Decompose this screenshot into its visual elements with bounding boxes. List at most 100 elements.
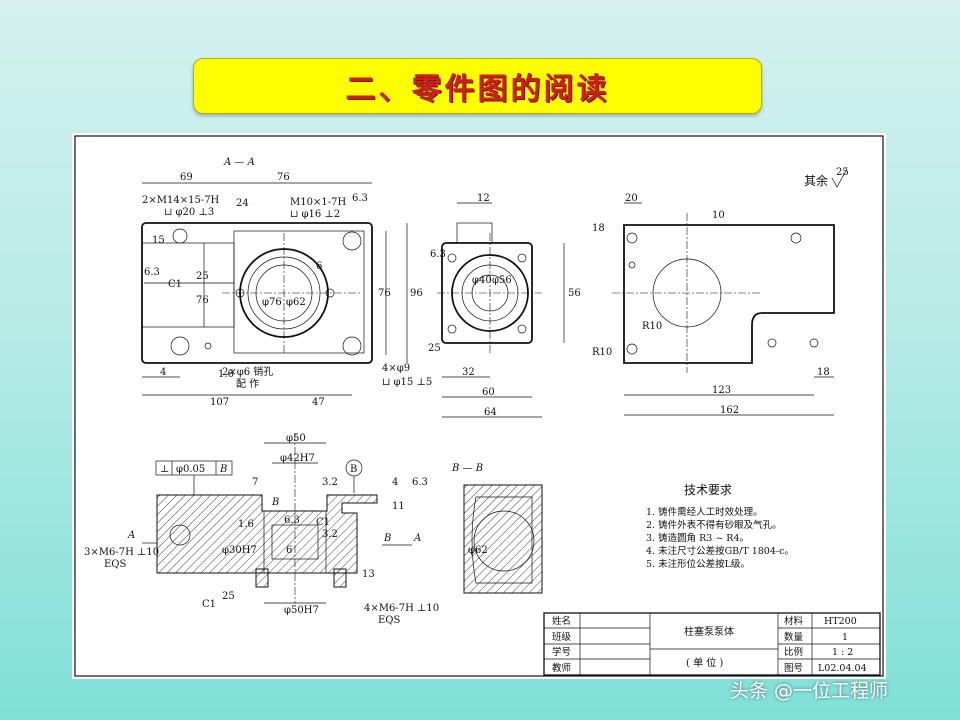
section-view [142,433,412,604]
tb-part-name: 柱塞泵泵体 [684,625,734,638]
side-hole-br [517,324,527,334]
tb-qty-label: 数量 [784,631,804,643]
slide-title: 二、零件图的阅读 [345,72,610,107]
tolerance-frame [155,460,233,495]
tb-material-value: HT200 [824,616,857,627]
front-hole-br [342,336,362,356]
rough-front-2: 6.3 [352,193,368,204]
dim-dia40: φ40 [472,275,492,286]
view-label-aa: A — A [223,157,255,168]
tb-label-name: 姓名 [552,615,571,627]
tolerance-symbol: ⊥ [160,464,169,475]
rough-sec-25: 25 [222,591,235,602]
bb-circle [473,510,535,572]
dim-dia50: φ50 [286,433,306,444]
front-hole-m [235,288,245,298]
callout-thread1: 2×M14×15-7H [142,195,220,206]
callout-sec-eqs2: EQS [378,615,400,626]
rough-front-1: 6.3 [144,267,160,278]
dim-13: 13 [362,569,375,580]
callout-pin: 2×φ6 销孔 [222,365,273,378]
bb-inner [471,496,533,584]
roughness-label: 其余 [804,173,828,188]
dim-20: 20 [625,193,638,204]
bb-view [463,484,543,594]
top-hole-6 [628,261,636,269]
chamfer-c1: C1 [168,279,182,290]
dim-s6: 6 [286,545,292,556]
dim-32: 32 [462,367,475,378]
tb-drawing-no-value: L02.04.04 [818,663,867,674]
top-hole-4 [767,338,777,348]
section-thread-left [255,568,269,588]
rough-front-3: 25 [196,271,209,282]
side-view [437,202,565,418]
radius-r10b: R10 [592,347,612,358]
dim-18b: 18 [817,367,830,378]
engineering-drawing: 其余 25 A — A [72,133,886,679]
dim-dia76: φ76 [262,297,282,308]
section-port [169,524,191,546]
section-thread-right [333,568,347,588]
side-flange [456,222,493,244]
dim-7: 7 [252,477,258,488]
dim-dia56: φ56 [492,275,512,286]
front-left-boss [141,242,235,328]
section-label-a2: A [413,533,421,544]
tb-label-id: 学号 [552,646,571,658]
dim-dia62: φ62 [286,297,306,308]
dim-24: 24 [236,198,249,209]
title-block [543,612,881,676]
drawing-canvas: 其余 25 A — A [74,135,884,677]
callout-sec-thread2: 4×M6-7H ⊥10 [364,603,439,614]
dim-69: 69 [180,172,193,183]
requirement-3: 3. 铸造圆角 R3 ~ R4。 [646,532,749,544]
bb-outer [463,484,543,594]
tb-drawing-no-label: 图号 [784,663,803,674]
top-hole-3 [626,343,638,355]
dim-12: 12 [477,193,490,204]
section-label-b2: B [383,533,391,544]
requirements-heading: 技术要求 [684,483,732,497]
watermark: 头条 @一位工程师 [730,680,889,702]
chamfer-sec-c1: C1 [202,599,216,610]
front-hole-m2 [325,288,335,298]
front-hole-bl [170,336,190,356]
dim-60: 60 [482,387,495,398]
callout-sec-eqs1: EQS [104,559,126,570]
top-outline [623,224,835,364]
dim-6: 6 [316,261,322,272]
callout-holes2: ⊔ φ15 ⊥5 [382,377,432,388]
slide-title-box: 二、零件图的阅读 [193,58,762,114]
section-body [156,494,378,574]
requirement-1: 1. 铸件需经人工时效处理。 [646,506,763,518]
dim-4: 4 [160,367,166,378]
section-label-a: A [127,530,135,541]
front-hole-tl [172,228,188,244]
dim-56: 56 [568,288,581,299]
section-label-b: B [271,497,279,508]
callout-thread2: M10×1-7H [290,197,346,208]
tb-material-label: 材料 [784,615,804,627]
tolerance-value: φ0.05 [176,464,205,475]
rough-sec-63a: 6.3 [412,477,428,488]
requirement-4: 4. 未注尺寸公差按GB/T 1804-c。 [646,545,794,557]
rough-sec-16: 1.6 [238,519,254,530]
dim-162: 162 [720,405,739,416]
top-hole-5 [809,338,819,348]
radius-r10a: R10 [642,321,662,332]
callout-pin2: 配 作 [236,378,259,390]
callout-sec-thread1: 3×M6-7H ⊥10 [84,547,159,558]
dim-47: 47 [312,397,325,408]
drawing-border [74,135,884,677]
callout-thread2b: ⊔ φ16 ⊥2 [290,209,340,220]
dim-64: 64 [484,407,497,418]
tb-qty-value: 1 [842,632,848,643]
dim-dia42h7: φ42H7 [280,453,315,464]
dim-107: 107 [210,397,229,408]
tolerance-datum: B [219,464,227,475]
rough-sec-32a: 3.2 [322,477,338,488]
tb-label-class: 班级 [552,631,572,643]
side-hole-tr [517,253,527,263]
requirement-5: 5. 未注形位公差按L级。 [646,558,750,570]
